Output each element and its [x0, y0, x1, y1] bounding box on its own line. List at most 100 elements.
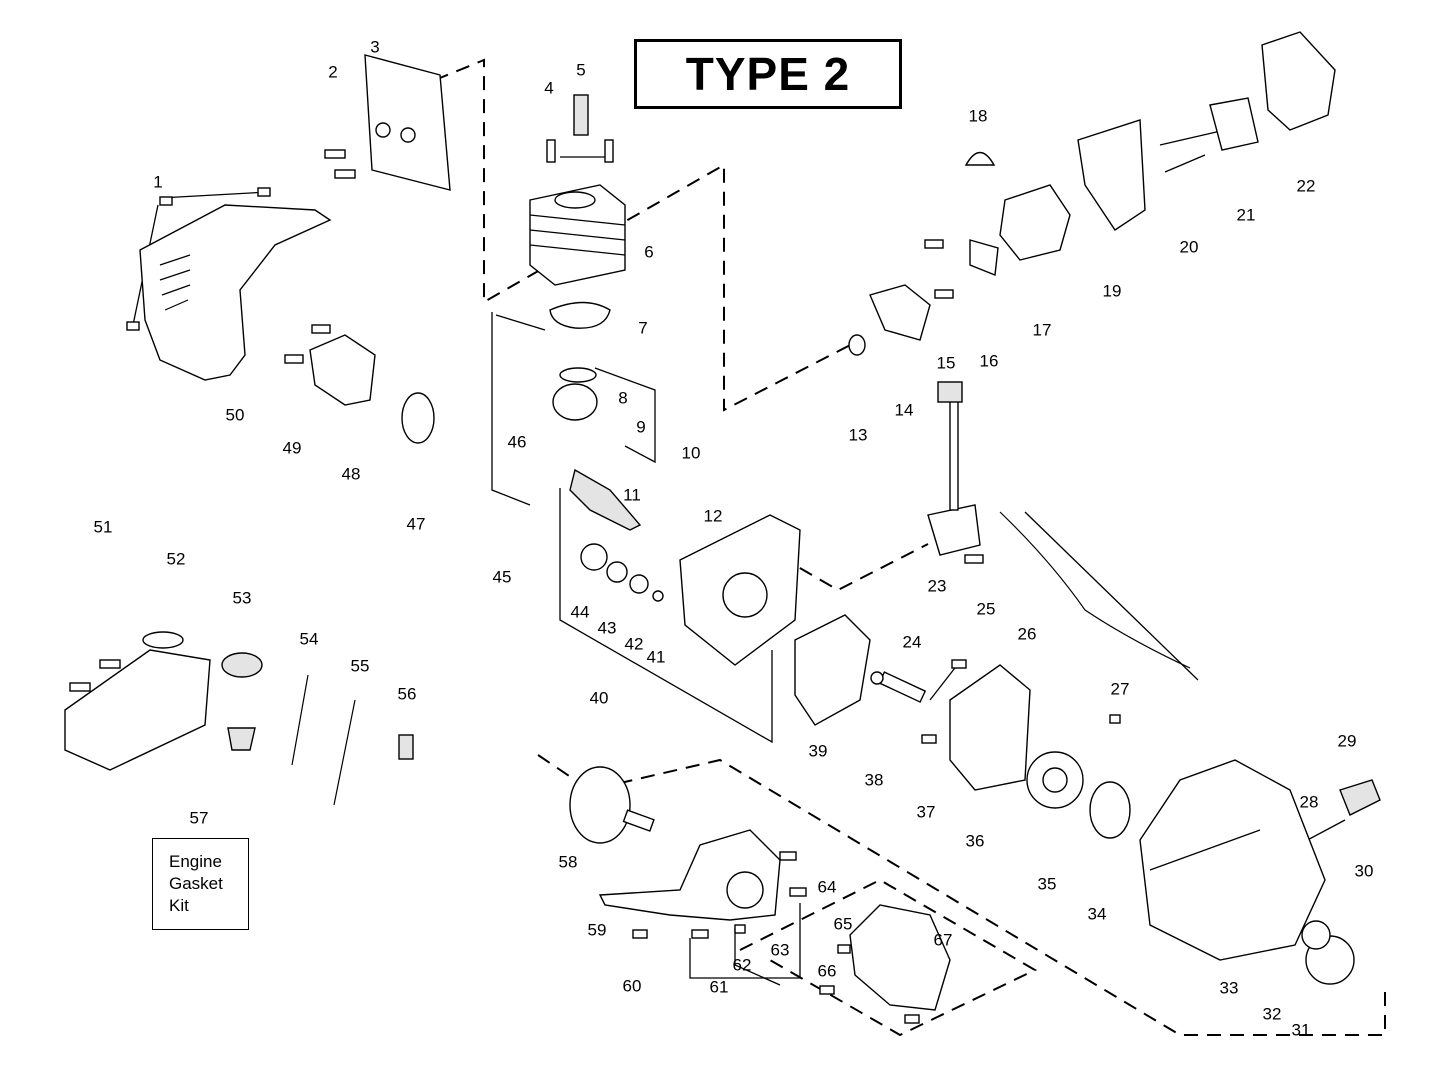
- callout-52: 52: [167, 549, 186, 568]
- callout-50: 50: [226, 405, 245, 424]
- bearing-44: [580, 543, 608, 571]
- spark-plug: [573, 94, 589, 136]
- callout-8: 8: [618, 388, 627, 407]
- stop-wire: [999, 511, 1191, 669]
- intake-insulator: [869, 284, 931, 341]
- callout-14: 14: [895, 400, 914, 419]
- kit-label-line-2: Gasket: [169, 874, 223, 893]
- engine-gasket-kit-box: Engine Gasket Kit: [152, 838, 249, 930]
- callout-30: 30: [1355, 861, 1374, 880]
- callout-43: 43: [598, 618, 617, 637]
- callout-41: 41: [647, 647, 666, 666]
- callout-67: 67: [934, 930, 953, 949]
- o-ring: [401, 392, 435, 444]
- fuel-tank: [64, 649, 211, 771]
- fuel-line-54: [291, 674, 309, 766]
- fuel-filter: [227, 727, 256, 751]
- piston: [552, 383, 598, 421]
- callout-56: 56: [398, 684, 417, 703]
- callout-1: 1: [153, 172, 162, 191]
- carburetor: [999, 184, 1071, 261]
- seal-42: [629, 574, 649, 594]
- callout-42: 42: [625, 634, 644, 653]
- callout-51: 51: [94, 517, 113, 536]
- callout-64: 64: [818, 877, 837, 896]
- callout-31: 31: [1292, 1020, 1311, 1039]
- air-filter: [1209, 97, 1259, 151]
- part-shapes: [64, 31, 1381, 1024]
- ignition-coil: [927, 504, 981, 556]
- callout-32: 32: [1263, 1004, 1282, 1023]
- carb-gasket: [969, 239, 999, 276]
- callout-62: 62: [733, 955, 752, 974]
- callout-57: 57: [190, 808, 209, 827]
- callout-12: 12: [704, 506, 723, 525]
- callout-22: 22: [1297, 176, 1316, 195]
- rewind-spring: [1089, 781, 1131, 839]
- callout-46: 46: [508, 432, 527, 451]
- callout-55: 55: [351, 656, 370, 675]
- callout-49: 49: [283, 438, 302, 457]
- callout-63: 63: [771, 940, 790, 959]
- fuel-line-55: [333, 699, 356, 806]
- starter-housing: [1139, 759, 1326, 961]
- callout-44: 44: [571, 602, 590, 621]
- crankshaft: [569, 468, 642, 531]
- callout-2: 2: [328, 62, 337, 81]
- callout-53: 53: [233, 588, 252, 607]
- type-title-box: TYPE 2: [634, 39, 902, 109]
- callout-60: 60: [623, 976, 642, 995]
- callout-24: 24: [903, 632, 922, 651]
- callout-10: 10: [682, 443, 701, 462]
- fuel-cap: [221, 652, 263, 678]
- callout-48: 48: [342, 464, 361, 483]
- callout-37: 37: [917, 802, 936, 821]
- kit-label-line-3: Kit: [169, 896, 189, 915]
- callout-17: 17: [1033, 320, 1052, 339]
- type-title: TYPE 2: [685, 48, 851, 100]
- callout-45: 45: [493, 567, 512, 586]
- callout-34: 34: [1088, 904, 1107, 923]
- callout-20: 20: [1180, 237, 1199, 256]
- callout-23: 23: [928, 576, 947, 595]
- muffler: [364, 54, 451, 191]
- callout-7: 7: [638, 318, 647, 337]
- callout-6: 6: [644, 242, 653, 261]
- clutch-drum: [569, 766, 631, 844]
- callout-9: 9: [636, 417, 645, 436]
- callout-27: 27: [1111, 679, 1130, 698]
- clutch-cover: [849, 904, 951, 1011]
- callout-11: 11: [623, 485, 641, 504]
- callout-61: 61: [710, 977, 729, 996]
- callout-15: 15: [937, 353, 956, 372]
- seal-43: [606, 561, 628, 583]
- piston-ring: [559, 367, 597, 383]
- primer-bulb: [964, 151, 996, 166]
- callout-19: 19: [1103, 281, 1122, 300]
- ring-41: [652, 590, 664, 602]
- callout-59: 59: [588, 920, 607, 939]
- callout-38: 38: [865, 770, 884, 789]
- kit-label-line-1: Engine: [169, 852, 222, 871]
- callout-65: 65: [834, 914, 853, 933]
- cylinder-gasket: [549, 301, 611, 329]
- callout-40: 40: [590, 688, 609, 707]
- callout-47: 47: [407, 514, 426, 533]
- callout-66: 66: [818, 961, 837, 980]
- callout-33: 33: [1220, 978, 1239, 997]
- callout-18: 18: [969, 106, 988, 125]
- grommet: [398, 734, 414, 760]
- engine-shroud: [139, 204, 332, 381]
- callout-58: 58: [559, 852, 578, 871]
- intake-adapter: [309, 334, 376, 406]
- callout-36: 36: [966, 831, 985, 850]
- callout-26: 26: [1018, 624, 1037, 643]
- callout-3: 3: [370, 37, 379, 56]
- fan-housing: [949, 664, 1031, 791]
- callout-28: 28: [1300, 792, 1319, 811]
- callout-39: 39: [809, 741, 828, 760]
- starter-handle: [1339, 779, 1381, 816]
- callout-21: 21: [1237, 205, 1256, 224]
